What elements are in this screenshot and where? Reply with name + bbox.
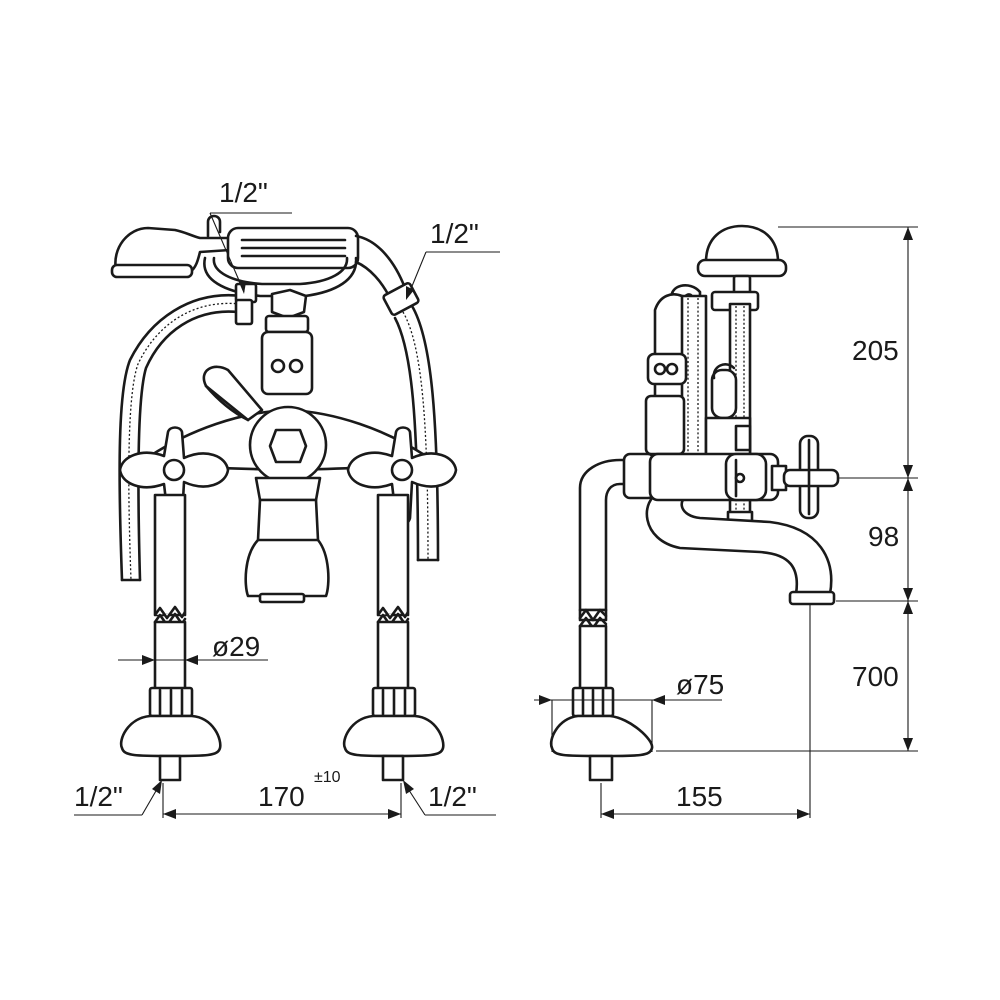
dimension-inlet-right: 1/2" bbox=[403, 780, 496, 816]
dimension-hose-outlet: 1/2" bbox=[406, 218, 500, 300]
dimension-handshower-inlet: 1/2" bbox=[209, 177, 292, 294]
dimension-pipe-diameter: ø29 bbox=[118, 631, 268, 665]
label-handshower-inlet: 1/2" bbox=[219, 177, 268, 208]
dimension-base-diameter: ø75 bbox=[534, 669, 724, 752]
label-hose-outlet: 1/2" bbox=[430, 218, 479, 249]
shower-hose-right bbox=[393, 304, 440, 562]
label-spout-projection: 155 bbox=[676, 781, 723, 812]
dimension-centre-distance: 170 ±10 bbox=[162, 769, 402, 819]
leg-right bbox=[342, 493, 445, 782]
label-height-legs: 700 bbox=[852, 661, 899, 692]
handshower bbox=[110, 214, 420, 326]
dimension-height-chain: 205 98 700 bbox=[656, 226, 918, 752]
label-centre-tolerance: ±10 bbox=[314, 769, 341, 786]
label-height-handshower: 205 bbox=[852, 335, 899, 366]
label-inlet-left: 1/2" bbox=[74, 781, 123, 812]
shower-hose-left bbox=[118, 293, 244, 582]
mixer-body bbox=[148, 288, 428, 604]
label-base-diameter: ø75 bbox=[676, 669, 724, 700]
leg-side bbox=[549, 608, 654, 782]
leg-left bbox=[119, 493, 222, 782]
label-inlet-right: 1/2" bbox=[428, 781, 477, 812]
cross-handle-side bbox=[782, 434, 840, 520]
side-view: 205 98 700 ø75 155 bbox=[534, 224, 918, 819]
label-centre-distance: 170 bbox=[258, 781, 305, 812]
front-view: 1/2" 1/2" ø29 170 ±10 1/2" bbox=[74, 177, 500, 819]
label-height-spout: 98 bbox=[868, 521, 899, 552]
handshower-side bbox=[696, 224, 788, 312]
mixer-body-side bbox=[578, 293, 836, 612]
dimension-spout-projection: 155 bbox=[600, 604, 811, 819]
label-pipe-diameter: ø29 bbox=[212, 631, 260, 662]
dimension-inlet-left: 1/2" bbox=[74, 780, 162, 816]
